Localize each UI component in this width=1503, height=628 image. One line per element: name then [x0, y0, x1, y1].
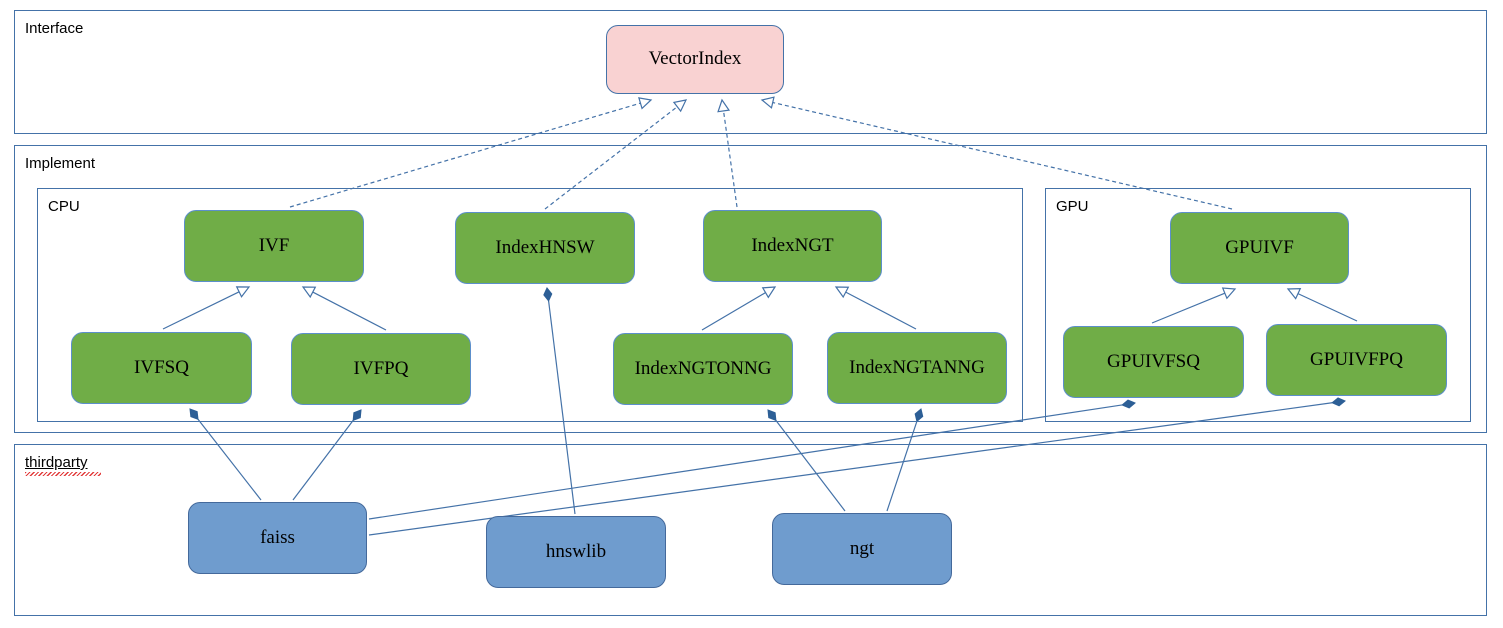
class-node-label: IndexNGTANNG — [849, 356, 985, 378]
class-node-label: hnswlib — [545, 540, 607, 562]
class-node-gpuivfsq[interactable]: GPUIVFSQ — [1063, 326, 1244, 398]
group-label-thirdparty: thirdparty — [25, 454, 88, 471]
class-node-label: VectorIndex — [648, 48, 742, 70]
spellcheck-underline-thirdparty — [25, 472, 101, 476]
class-node-ivfpq[interactable]: IVFPQ — [291, 333, 471, 405]
class-node-label: IVF — [258, 234, 290, 256]
class-node-ivfsq[interactable]: IVFSQ — [71, 332, 252, 404]
group-label-cpu: CPU — [48, 198, 80, 215]
class-node-indexngtonng[interactable]: IndexNGTONNG — [613, 333, 793, 405]
class-node-label: IndexNGT — [751, 234, 834, 256]
class-node-faiss[interactable]: faiss — [188, 502, 367, 574]
group-label-interface: Interface — [25, 20, 84, 37]
group-box-gpu — [1045, 188, 1471, 422]
class-node-label: faiss — [260, 526, 295, 548]
class-node-gpuivfpq[interactable]: GPUIVFPQ — [1266, 324, 1447, 396]
class-node-label: GPUIVFSQ — [1107, 350, 1200, 372]
class-node-label: IVFPQ — [353, 357, 409, 379]
class-node-gpuivf[interactable]: GPUIVF — [1170, 212, 1349, 284]
class-node-label: IndexNGTONNG — [634, 357, 772, 379]
group-box-implement — [14, 145, 1487, 433]
class-node-label: IndexHNSW — [495, 236, 595, 258]
group-box-cpu — [37, 188, 1023, 422]
class-node-label: ngt — [849, 537, 875, 559]
class-node-hnswlib[interactable]: hnswlib — [486, 516, 666, 588]
class-node-indexhnsw[interactable]: IndexHNSW — [455, 212, 635, 284]
class-node-ngt[interactable]: ngt — [772, 513, 952, 585]
class-node-label: GPUIVF — [1225, 236, 1294, 258]
class-node-vectorindex[interactable]: VectorIndex — [606, 25, 784, 94]
group-label-implement: Implement — [25, 155, 96, 172]
class-node-indexngtanng[interactable]: IndexNGTANNG — [827, 332, 1007, 404]
group-box-interface — [14, 10, 1487, 134]
group-box-thirdparty — [14, 444, 1487, 616]
class-node-indexngt[interactable]: IndexNGT — [703, 210, 882, 282]
group-label-gpu: GPU — [1056, 198, 1089, 215]
class-node-ivf[interactable]: IVF — [184, 210, 364, 282]
class-node-label: GPUIVFPQ — [1310, 348, 1403, 370]
class-node-label: IVFSQ — [134, 356, 189, 378]
